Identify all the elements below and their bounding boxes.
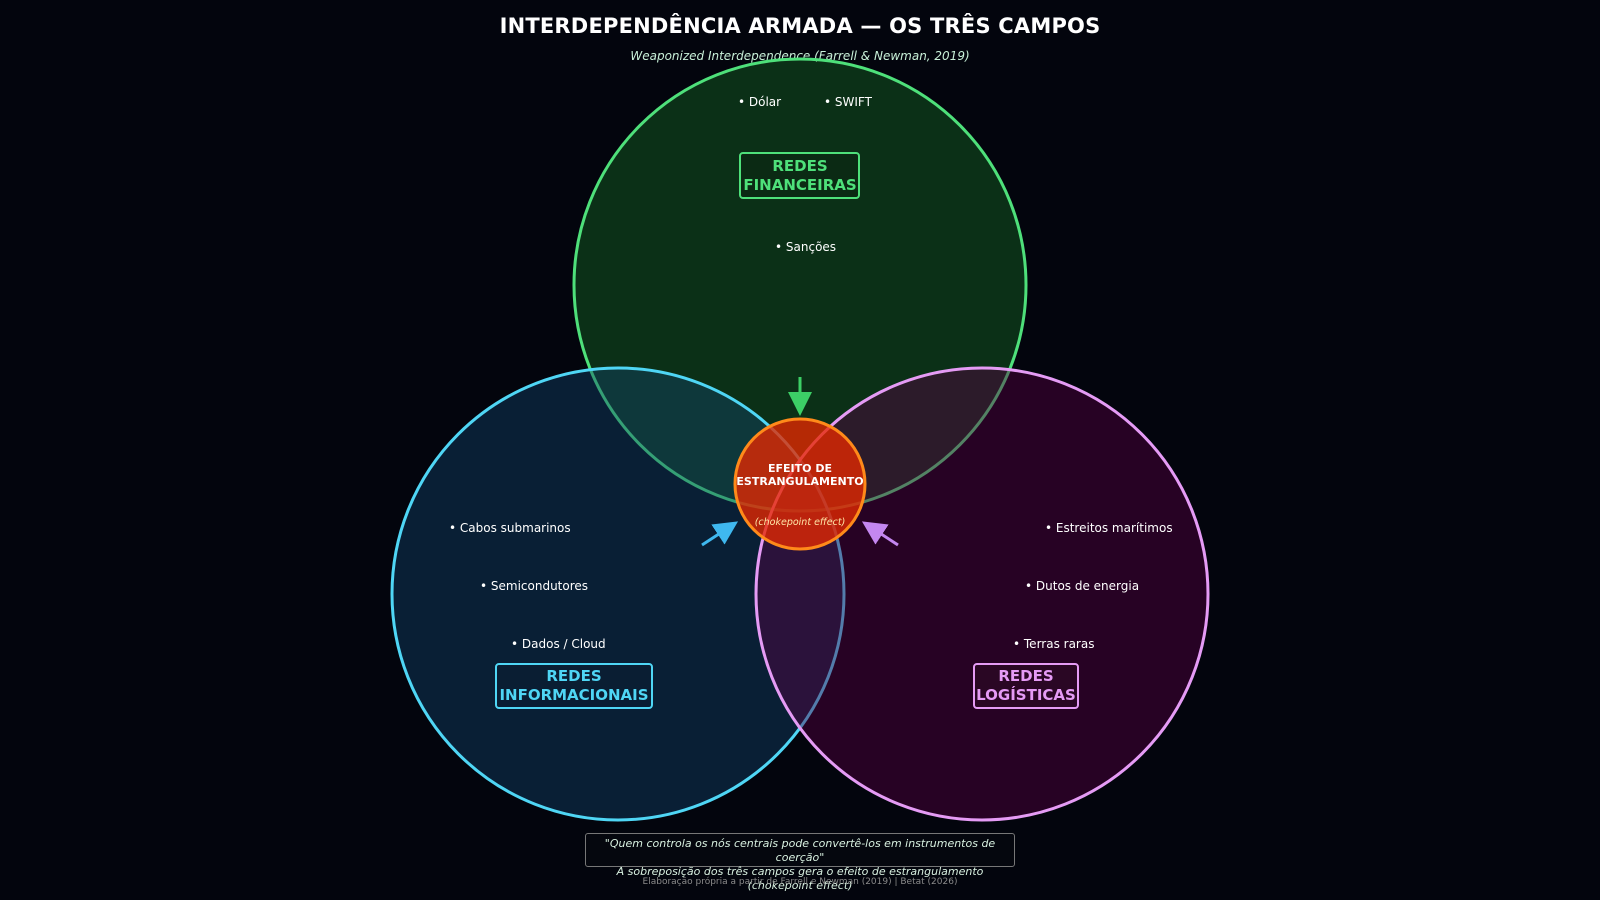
quote-line1: "Quem controla os nós centrais pode conv… <box>604 837 996 864</box>
quote-box: "Quem controla os nós centrais pode conv… <box>585 833 1015 892</box>
logistics-item: • Dutos de energia <box>1025 579 1139 593</box>
financial-label-box: REDES FINANCEIRAS <box>739 152 860 199</box>
chokepoint-label-line1: EFEITO DE <box>768 462 832 475</box>
chokepoint-circle <box>733 417 867 551</box>
informational-label-box: REDES INFORMACIONAIS <box>495 663 653 709</box>
financial-label-line1: REDES <box>772 157 827 175</box>
diagram-subtitle: Weaponized Interdependence (Farrell & Ne… <box>630 49 970 63</box>
informational-label-line1: REDES <box>546 667 601 685</box>
logistics-label-line2: LOGÍSTICAS <box>976 685 1076 704</box>
chokepoint-sublabel: (chokepoint effect) <box>755 517 846 528</box>
chokepoint-label-line2: ESTRANGULAMENTO <box>736 475 863 488</box>
informational-item: • Semicondutores <box>480 579 588 593</box>
diagram-title: INTERDEPENDÊNCIA ARMADA — OS TRÊS CAMPOS <box>499 14 1101 38</box>
financial-label-line2: FINANCEIRAS <box>743 176 856 194</box>
financial-item: • Dólar <box>738 95 781 109</box>
financial-item: • SWIFT <box>824 95 873 109</box>
logistics-item: • Estreitos marítimos <box>1045 521 1173 535</box>
informational-label-line2: INFORMACIONAIS <box>499 686 648 704</box>
financial-item: • Sanções <box>775 240 836 254</box>
logistics-item: • Terras raras <box>1013 637 1094 651</box>
logistics-label-line1: REDES <box>998 667 1053 685</box>
logistics-arrow <box>861 521 899 547</box>
informational-item: • Cabos submarinos <box>449 521 571 535</box>
informational-item: • Dados / Cloud <box>511 637 606 651</box>
credit-line: Elaboração própria a partir de Farrell e… <box>642 877 958 887</box>
logistics-circle <box>754 366 1210 822</box>
logistics-label-box: REDES LOGÍSTICAS <box>973 663 1079 709</box>
quote-line2: A sobreposição dos três campos gera o ef… <box>616 865 984 892</box>
informational-arrow <box>701 521 739 547</box>
